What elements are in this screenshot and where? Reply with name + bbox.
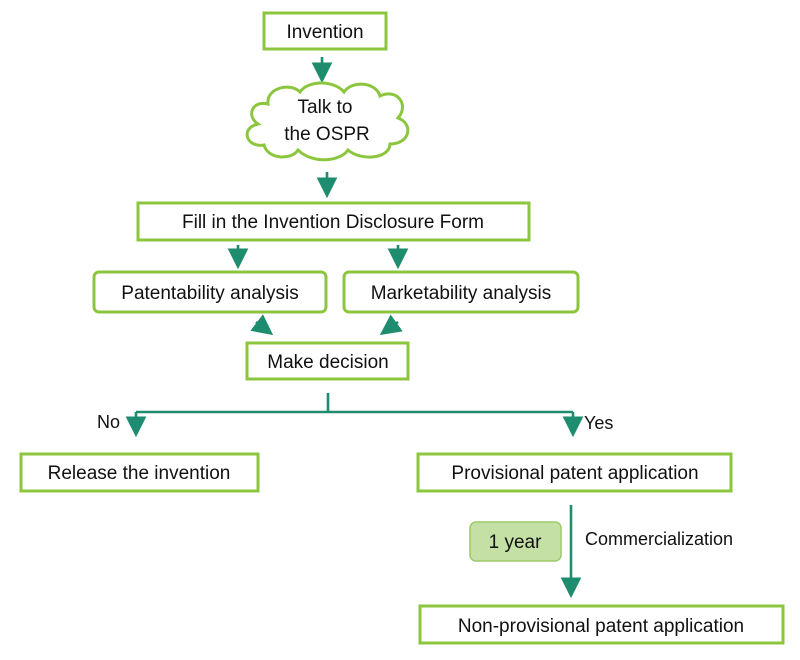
- commercialization-label: Commercialization: [585, 529, 733, 549]
- disclosure-node: Fill in the Invention Disclosure Form: [136, 201, 531, 242]
- release-node: Release the invention: [19, 452, 260, 493]
- cloud-shape: [245, 81, 410, 162]
- decision-label: Make decision: [267, 352, 388, 373]
- non-provisional-label: Non-provisional patent application: [458, 616, 744, 637]
- arrow-patentability-to-decision: [250, 314, 274, 336]
- disclosure-label: Fill in the Invention Disclosure Form: [182, 212, 484, 233]
- talk-label-line2: the OSPR: [284, 124, 370, 145]
- non-provisional-node: Non-provisional patent application: [418, 604, 785, 645]
- provisional-node: Provisional patent application: [416, 452, 733, 493]
- one-year-tag: 1 year: [469, 521, 562, 562]
- invention-label: Invention: [286, 22, 363, 43]
- marketability-label: Marketability analysis: [371, 283, 552, 304]
- invention-node: Invention: [262, 11, 388, 51]
- no-label: No: [97, 412, 120, 432]
- decision-branch-connector: [125, 393, 584, 438]
- talk-to-ospr-cloud: Talk to the OSPR: [245, 81, 410, 162]
- talk-label-line1: Talk to: [298, 97, 353, 118]
- marketability-node: Marketability analysis: [342, 270, 580, 314]
- release-label: Release the invention: [48, 463, 231, 484]
- provisional-label: Provisional patent application: [451, 463, 698, 484]
- arrow-marketability-to-decision: [379, 314, 403, 336]
- yes-label: Yes: [584, 413, 613, 433]
- decision-node: Make decision: [245, 341, 410, 381]
- patentability-label: Patentability analysis: [121, 283, 298, 304]
- patentability-node: Patentability analysis: [92, 270, 328, 314]
- one-year-label: 1 year: [489, 532, 542, 553]
